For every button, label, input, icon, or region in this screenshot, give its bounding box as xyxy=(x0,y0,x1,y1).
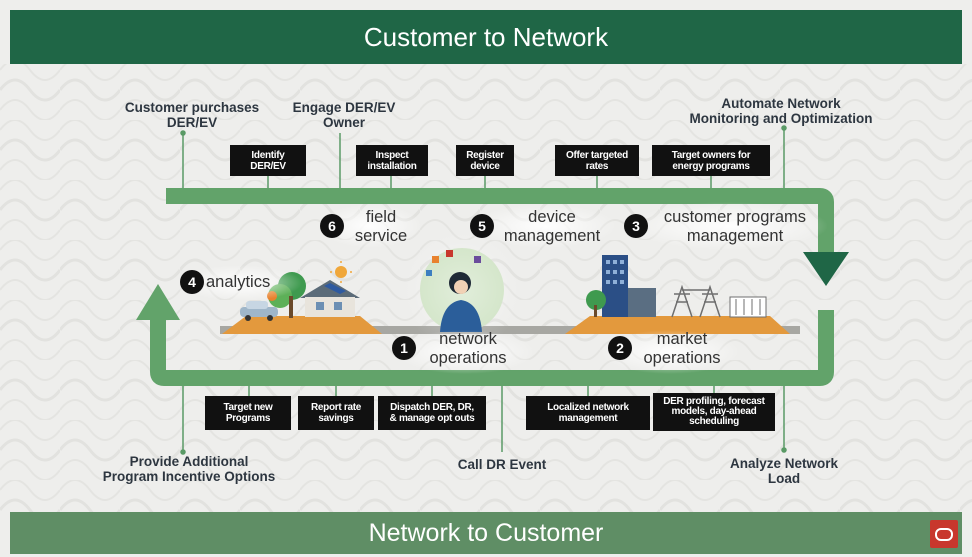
stage-6-badge: 6 xyxy=(320,214,344,238)
stage-1-label: network operations xyxy=(429,330,507,367)
stage-1-badge: 1 xyxy=(392,336,416,360)
connector-lines xyxy=(180,125,787,455)
stage-3-label: customer programs management xyxy=(663,208,807,245)
oracle-logo-icon xyxy=(930,520,958,548)
stage-2-badge: 2 xyxy=(608,336,632,360)
callout-analyze-network: Analyze Network Load xyxy=(729,456,839,486)
callout-automate-network: Automate Network Monitoring and Optimiza… xyxy=(689,96,873,126)
ground-left xyxy=(222,316,382,334)
top-banner-title: Customer to Network xyxy=(363,21,609,52)
stage-5-label: device management xyxy=(503,208,601,245)
stage-2-label: market operations xyxy=(643,330,721,367)
ground-strip xyxy=(220,326,800,334)
bottom-box-dispatch: Dispatch DER, DR,& manage opt outs xyxy=(378,396,486,430)
city-grid-icon xyxy=(586,255,767,318)
stage-6-label: field service xyxy=(354,208,408,245)
stage-5-badge: 5 xyxy=(470,214,494,238)
callout-provide-additional: Provide Additional Program Incentive Opt… xyxy=(102,454,276,484)
operator-person-icon xyxy=(402,230,522,350)
stage-3-badge: 3 xyxy=(624,214,648,238)
stage-4-badge: 4 xyxy=(180,270,204,294)
callout-call-dr-event: Call DR Event xyxy=(457,457,547,472)
callout-customer-purchases: Customer purchases DER/EV xyxy=(124,100,260,130)
top-banner: Customer to Network xyxy=(10,10,962,64)
ground-right xyxy=(565,316,790,334)
stage-4-label: analytics xyxy=(206,273,271,291)
loop-arrow xyxy=(136,188,849,386)
bottom-banner: Network to Customer xyxy=(10,512,962,554)
bottom-banner-title: Network to Customer xyxy=(368,518,604,547)
callout-engage-owner: Engage DER/EV Owner xyxy=(292,100,396,130)
